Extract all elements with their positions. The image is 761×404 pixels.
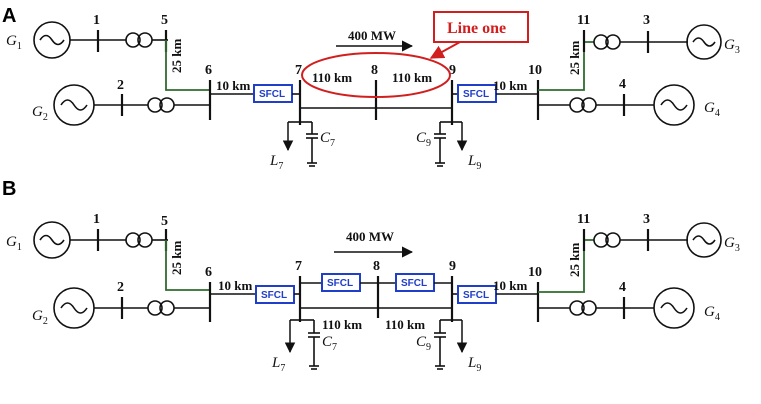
sfcl-2: SFCL xyxy=(321,273,361,292)
bus-label-1: 1 xyxy=(93,212,100,227)
bus-label-2: 2 xyxy=(117,78,124,93)
capacitor-c7: C7 xyxy=(306,122,335,167)
line-5-6 xyxy=(165,240,210,291)
bus-label-7: 7 xyxy=(295,259,302,274)
svg-text:C9: C9 xyxy=(416,130,431,149)
generator-g4: G4 xyxy=(653,84,720,126)
generator-g1: G1 xyxy=(6,21,71,59)
capacitor-c7: C7 xyxy=(308,320,337,370)
bus-label-8: 8 xyxy=(371,63,378,78)
svg-text:L7: L7 xyxy=(271,355,285,374)
line-10-11 xyxy=(538,41,594,91)
bus-label-7: 7 xyxy=(295,63,302,78)
svg-text:C7: C7 xyxy=(322,334,337,353)
line-8-9-length: 110 km xyxy=(392,70,432,85)
svg-text:G3: G3 xyxy=(724,235,740,254)
sfcl-2: SFCL xyxy=(457,84,497,103)
transformer-t1 xyxy=(125,32,153,48)
bus-label-5: 5 xyxy=(161,214,168,229)
bus-label-6: 6 xyxy=(205,63,212,78)
power-flow-label: 400 MW xyxy=(346,229,394,244)
line-10-11-length: 25 km xyxy=(567,41,582,75)
line-5-6-length: 25 km xyxy=(169,241,184,275)
bus-label-9: 9 xyxy=(449,259,456,274)
power-flow-label: 400 MW xyxy=(348,28,396,43)
bus-label-10: 10 xyxy=(528,265,542,280)
line-7-8-length: 110 km xyxy=(322,317,362,332)
line-6-7-length: 10 km xyxy=(218,278,252,293)
line-9-10-length: 10 km xyxy=(493,278,527,293)
svg-text:SFCL: SFCL xyxy=(261,290,287,301)
svg-text:Line one: Line one xyxy=(447,20,506,37)
sfcl-1: SFCL xyxy=(255,285,295,304)
bus-label-11: 11 xyxy=(577,212,590,227)
transformer-t2 xyxy=(147,97,175,113)
line-9-10-length: 10 km xyxy=(493,78,527,93)
capacitor-c9: C9 xyxy=(416,320,446,370)
transformer-t3 xyxy=(593,232,621,248)
svg-text:C9: C9 xyxy=(416,334,431,353)
line-10-11-length: 25 km xyxy=(567,243,582,277)
line-5-6-length: 25 km xyxy=(169,39,184,73)
svg-text:C7: C7 xyxy=(320,130,335,149)
svg-text:G1: G1 xyxy=(6,33,22,52)
bus-label-3: 3 xyxy=(643,212,650,227)
generator-g3: G3 xyxy=(686,24,740,60)
bus-label-3: 3 xyxy=(643,13,650,28)
bus-label-6: 6 xyxy=(205,265,212,280)
transformer-t1 xyxy=(125,232,153,248)
line-one-ellipse xyxy=(301,52,451,98)
generator-g2: G2 xyxy=(32,287,95,329)
transformer-t4 xyxy=(569,300,597,316)
bus-label-11: 11 xyxy=(577,13,590,28)
svg-text:G2: G2 xyxy=(32,104,48,123)
transformer-t4 xyxy=(569,97,597,113)
bus-label-2: 2 xyxy=(117,280,124,295)
generator-g2: G2 xyxy=(32,84,95,126)
bus-label-5: 5 xyxy=(161,13,168,28)
svg-text:SFCL: SFCL xyxy=(259,89,285,100)
svg-text:G4: G4 xyxy=(704,304,720,323)
transformer-t2 xyxy=(147,300,175,316)
bus-label-1: 1 xyxy=(93,13,100,28)
panel-a: A G1 1 5 25 km G2 2 xyxy=(2,5,740,172)
svg-text:G1: G1 xyxy=(6,234,22,253)
svg-text:G2: G2 xyxy=(32,308,48,327)
line-one-callout: Line one xyxy=(429,11,529,59)
svg-text:SFCL: SFCL xyxy=(327,278,353,289)
generator-g3: G3 xyxy=(686,222,740,258)
svg-text:SFCL: SFCL xyxy=(463,290,489,301)
bus-label-4: 4 xyxy=(619,77,626,92)
transformer-t3 xyxy=(593,34,621,50)
svg-text:G4: G4 xyxy=(704,100,720,119)
bus-label-10: 10 xyxy=(528,63,542,78)
svg-text:SFCL: SFCL xyxy=(401,278,427,289)
svg-text:L7: L7 xyxy=(269,153,283,172)
line-7-8-length: 110 km xyxy=(312,70,352,85)
generator-g1: G1 xyxy=(6,221,71,259)
line-6-7-length: 10 km xyxy=(216,78,250,93)
svg-text:L9: L9 xyxy=(467,355,481,374)
bus-label-9: 9 xyxy=(449,63,456,78)
bus-label-4: 4 xyxy=(619,280,626,295)
panel-label: B xyxy=(2,178,16,200)
bus-label-8: 8 xyxy=(373,259,380,274)
svg-text:SFCL: SFCL xyxy=(463,89,489,100)
sfcl-4: SFCL xyxy=(457,285,497,304)
line-10-11 xyxy=(538,239,594,293)
sfcl-1: SFCL xyxy=(253,84,293,103)
capacitor-c9: C9 xyxy=(416,122,446,167)
panel-b: B G1 1 5 25 km G2 2 xyxy=(2,178,740,374)
sfcl-3: SFCL xyxy=(395,273,435,292)
generator-g4: G4 xyxy=(653,287,720,329)
svg-text:L9: L9 xyxy=(467,153,481,172)
panel-label: A xyxy=(2,5,16,27)
svg-text:G3: G3 xyxy=(724,37,740,56)
line-5-6 xyxy=(165,40,210,91)
line-8-9-length: 110 km xyxy=(385,317,425,332)
